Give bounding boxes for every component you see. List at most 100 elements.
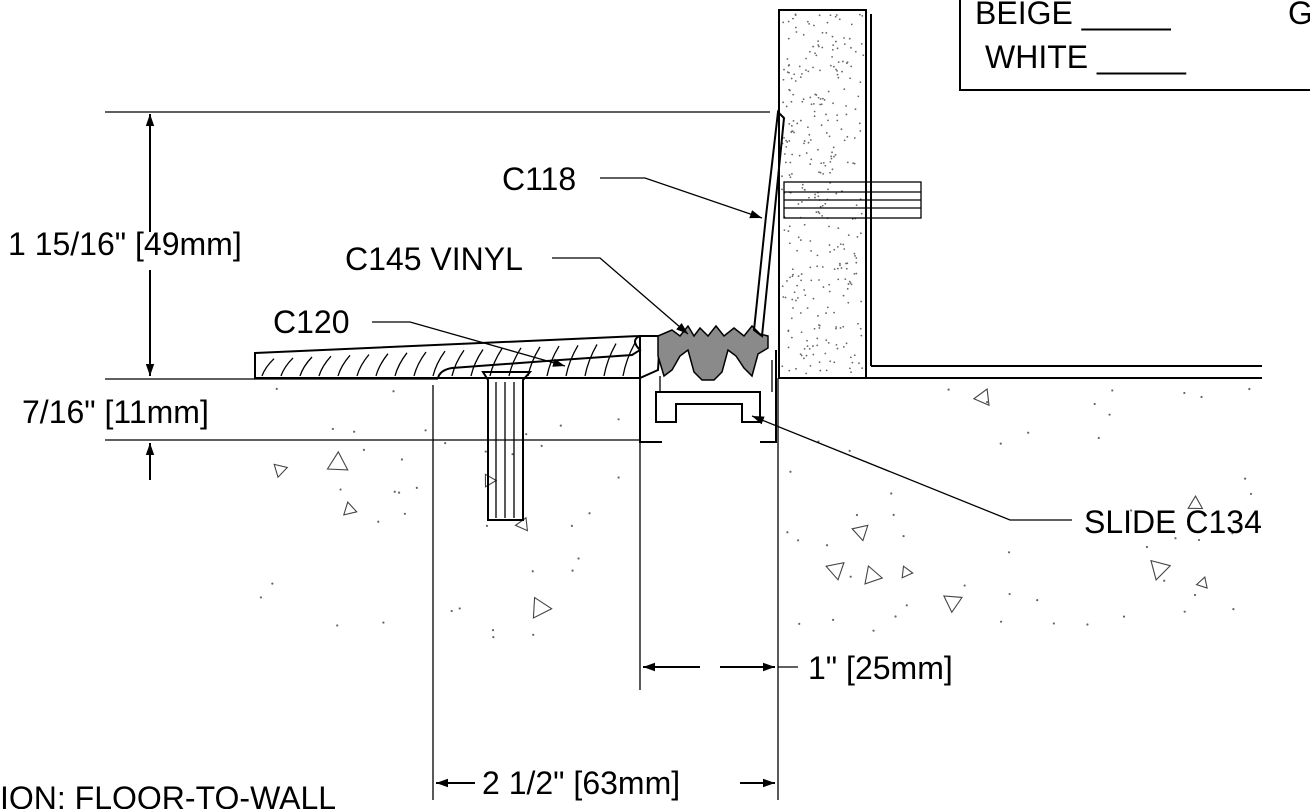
wall-stipple-dot <box>801 183 804 186</box>
color-legend-box: BEIGE _____ G WHITE _____ <box>959 0 1310 91</box>
wall-stipple-dot <box>792 93 795 96</box>
wall-stipple-dot <box>781 188 783 191</box>
leader-lines <box>372 177 1072 521</box>
width-total-label: 2 1/2" [63mm] <box>482 765 680 801</box>
floor-hatch-stroke <box>508 347 522 377</box>
aggregate-triangle <box>1195 576 1208 589</box>
concrete-stipple-dot <box>963 584 966 587</box>
wall-stipple-dot <box>795 299 797 302</box>
concrete-stipple-dot <box>377 520 380 523</box>
wall-stipple-dot <box>860 212 863 215</box>
concrete-stipple-dot <box>947 388 950 391</box>
wall-stipple-dot <box>817 96 820 99</box>
wall-stipple-dot <box>831 168 834 171</box>
wall-stipple-dot <box>789 89 791 92</box>
wall-stipple-dot <box>833 361 836 364</box>
floor-hatch-stroke <box>394 352 408 377</box>
wall-stipple-dot <box>837 278 840 281</box>
wall-stipple-dot <box>812 345 814 347</box>
wall-stipple-dot <box>858 13 861 16</box>
wall-stipple-dot <box>860 300 863 303</box>
concrete-stipple-dot <box>532 633 535 636</box>
wall-stipple-dot <box>782 78 785 81</box>
wall-stipple-dot <box>829 160 832 163</box>
wall-stipple-dot <box>788 369 791 372</box>
wall-stipple-dot <box>791 275 794 278</box>
concrete-stipple-dot <box>798 622 801 625</box>
concrete-stipple-dot <box>985 401 989 404</box>
aggregate-triangle <box>825 561 845 581</box>
wall-stipple-dot <box>788 174 791 176</box>
wall-stipple-dot <box>842 325 845 328</box>
wall-stipple-dot <box>831 151 833 154</box>
wall-stipple-dot <box>831 48 834 51</box>
wall-stipple-dot <box>786 71 789 74</box>
wall-stipple-dot <box>837 61 840 63</box>
wall-stipple-dot <box>793 73 796 76</box>
concrete-stipple-dot <box>398 491 401 494</box>
wall-stipple-dot <box>828 225 830 228</box>
concrete-stipple-dot <box>872 629 875 632</box>
concrete-stipple-dot <box>531 570 534 573</box>
wall-stipple-dot <box>855 261 858 264</box>
wall-stipple-dot <box>843 248 846 250</box>
wall-stipple-dot <box>847 301 850 304</box>
wall-stipple-dot <box>852 162 855 165</box>
wall-stipple-dot <box>815 54 818 57</box>
concrete-stipple-dot <box>848 449 851 452</box>
concrete-stipple-dot <box>1183 391 1186 395</box>
wall-stipple-dot <box>802 357 805 360</box>
wall-stipple-dot <box>799 239 802 241</box>
wall-stipple-dot <box>842 345 845 348</box>
wall-stipple-dot <box>843 43 846 46</box>
wall-stipple-dot <box>861 367 864 370</box>
wall-stipple-dot <box>804 294 807 297</box>
wall-stipple-dot <box>847 234 850 237</box>
wall-stipple-dot <box>857 322 859 325</box>
concrete-stipple-dot <box>1086 623 1089 626</box>
concrete-stipple-dot <box>571 569 574 572</box>
wall-stipple-dot <box>800 354 803 357</box>
concrete-stipple-dot <box>1036 599 1039 602</box>
concrete-stipple-dot <box>1130 509 1133 512</box>
wall-stipple-dot <box>830 155 833 158</box>
wall-stipple-dot <box>846 287 849 290</box>
wall-stipple-dot <box>797 275 800 278</box>
wall-stipple-dot <box>805 69 807 72</box>
concrete-stipple-dot <box>1052 622 1055 625</box>
concrete-stipple-dot <box>444 442 447 445</box>
wall-stipple-dot <box>793 291 796 294</box>
c120-label: C120 <box>273 304 350 340</box>
concrete-stipple-dot <box>894 615 897 618</box>
wall-stipple-dot <box>817 314 819 317</box>
floor-hatch-stroke <box>451 349 465 377</box>
wall-stipple-dot <box>818 279 820 281</box>
wall-stipple-dot <box>788 225 791 228</box>
wall-stipple-dot <box>781 365 784 368</box>
wall-stipple-dot <box>797 297 799 299</box>
wall-stipple-dot <box>813 327 816 330</box>
concrete-stipple-dot <box>1200 395 1203 399</box>
concrete-slab <box>259 387 1253 639</box>
wall-stipple-dot <box>781 175 783 178</box>
wall-stipple-dot <box>826 306 829 309</box>
concrete-stipple-dot <box>559 424 562 427</box>
concrete-stipple-dot <box>1111 389 1114 392</box>
wall-stipple-dot <box>850 371 852 374</box>
wall-stipple-dot <box>827 90 830 93</box>
wall-stipple-dot <box>824 352 827 355</box>
slide-c134-label: SLIDE C134 <box>1084 504 1262 540</box>
wall-stipple-dot <box>844 278 847 281</box>
wall-stipple-dot <box>790 336 793 339</box>
wall-stipple-dot <box>800 331 803 334</box>
wall-stipple-dot <box>818 14 821 17</box>
wall-stipple-dot <box>791 298 794 301</box>
wall-stipple-dot <box>799 76 802 79</box>
wall-stipple-dot <box>853 252 856 255</box>
wall-stipple-dot <box>796 249 798 252</box>
wall-stipple-dot <box>810 279 813 282</box>
wall-stipple-dot <box>803 140 806 142</box>
wall-stipple-dot <box>816 265 819 268</box>
wall-stipple-dot <box>832 146 835 149</box>
